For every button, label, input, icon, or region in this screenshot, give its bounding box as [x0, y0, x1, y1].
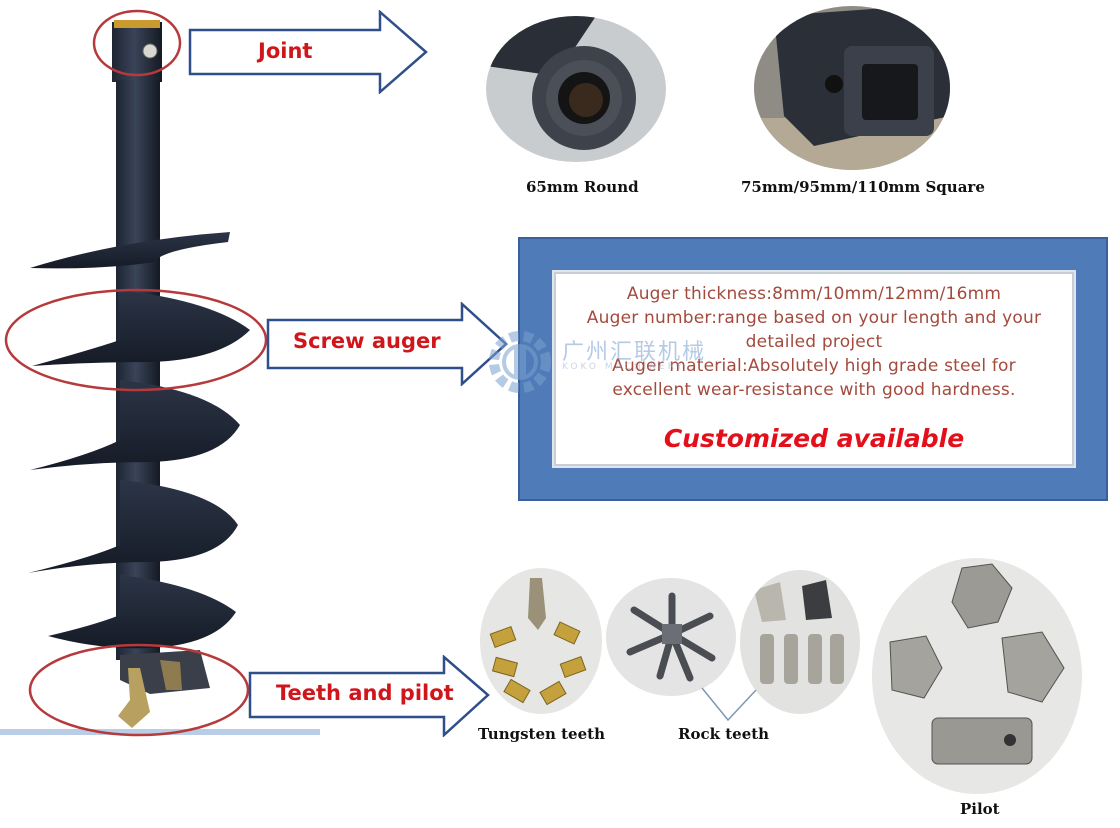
watermark-name: 广州汇联机械	[562, 340, 707, 365]
auger-material-line2: excellent wear-resistance with good hard…	[612, 380, 1016, 400]
rock-teeth-caption: Rock teeth	[678, 725, 770, 743]
pilot-photo	[872, 558, 1082, 794]
spec-panel-inner: Auger thickness:8mm/10mm/12mm/16mm Auger…	[554, 272, 1074, 466]
auger-thickness: Auger thickness:8mm/10mm/12mm/16mm	[626, 284, 1002, 304]
rock-teeth-photo-1	[606, 578, 736, 696]
teeth-pilot-label: Teeth and pilot	[276, 681, 454, 705]
auger-material-line1: Auger material:Absolutely high grade ste…	[612, 356, 1016, 376]
screw-auger-label: Screw auger	[293, 329, 441, 353]
square-joint-caption: 75mm/95mm/110mm Square	[741, 178, 985, 196]
auger-illustration	[0, 0, 330, 740]
auger-number-line1: Auger number:range based on your length …	[586, 308, 1042, 328]
tungsten-teeth-caption: Tungsten teeth	[478, 725, 605, 743]
round-joint-caption: 65mm Round	[526, 178, 639, 196]
joint-label: Joint	[258, 39, 313, 63]
arrow-screw-auger	[266, 302, 508, 386]
spec-panel: Auger thickness:8mm/10mm/12mm/16mm Auger…	[518, 237, 1108, 501]
rock-teeth-photo-2	[740, 570, 860, 714]
arrow-teeth-pilot	[248, 655, 490, 737]
watermark: 广州汇联机械 KOKO MACHINERY	[480, 322, 720, 402]
square-joint-photo	[754, 6, 950, 170]
auger-number-line2: detailed project	[745, 332, 883, 352]
rock-teeth-connector	[700, 686, 760, 726]
arrow-joint	[188, 10, 428, 94]
customized-available: Customized available	[663, 424, 965, 453]
pilot-caption: Pilot	[960, 800, 1000, 818]
tungsten-teeth-photo	[480, 568, 602, 714]
round-joint-photo	[486, 16, 666, 162]
gear-logo-icon	[489, 331, 551, 393]
watermark-sub: KOKO MACHINERY	[562, 362, 685, 372]
